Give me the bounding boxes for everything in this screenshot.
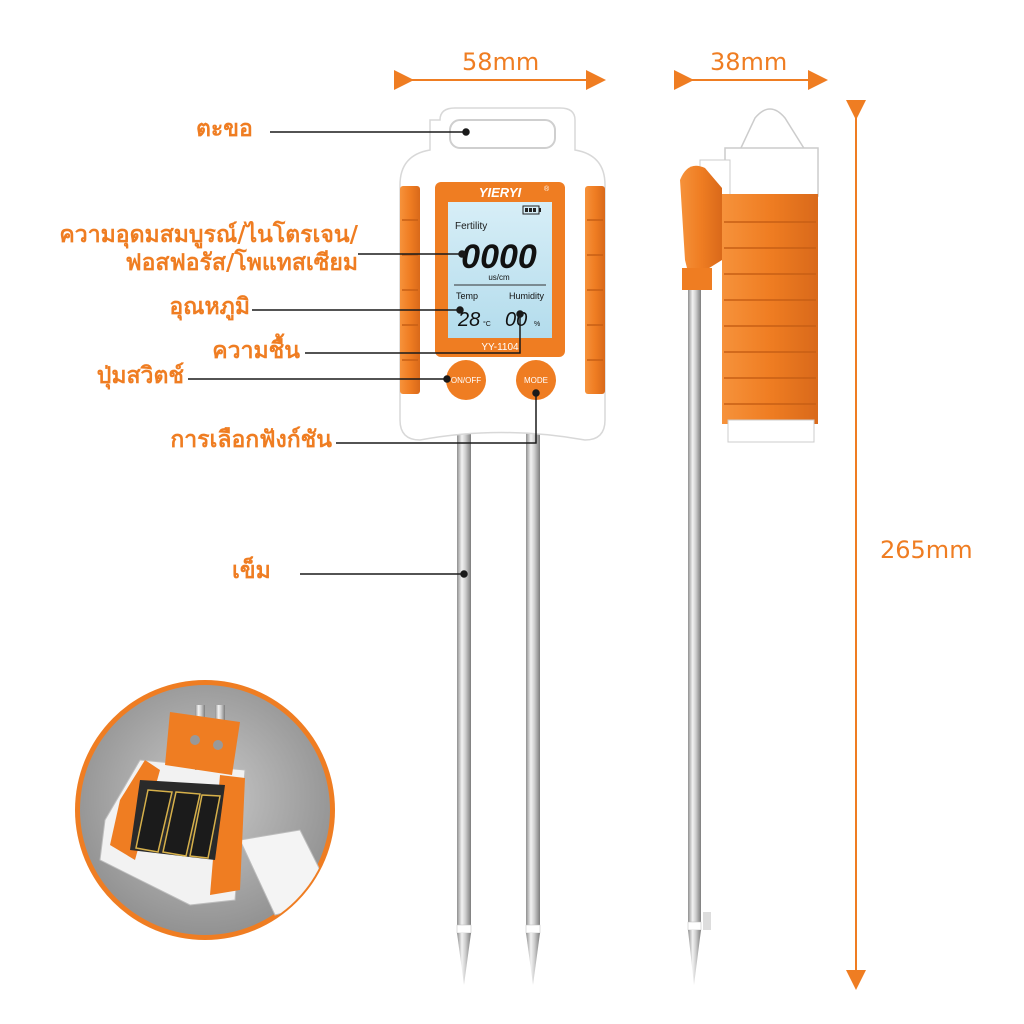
width-dimension-label: 58mm [462, 48, 540, 76]
lcd-temp-unit: °C [483, 320, 491, 328]
battery-icon [522, 205, 541, 215]
temperature-label: อุณหภูมิ [169, 294, 250, 320]
lcd-humidity-label: Humidity [509, 291, 545, 301]
leader-lines [188, 128, 540, 578]
svg-text:MODE: MODE [524, 376, 548, 385]
probe-left [457, 430, 471, 930]
svg-text:ON/OFF: ON/OFF [451, 376, 481, 385]
device-front-view: YIERYI ® Fertility 0000 us/cm Temp Humid… [399, 107, 606, 985]
power-switch-label: ปุ่มสวิตช์ [96, 363, 184, 389]
fertility-label: ความอุดมสมบูรณ์/ไนโตรเจน/ ฟอสฟอรัส/โพแทส… [18, 222, 358, 277]
humidity-label: ความชื้น [212, 338, 300, 364]
fertility-label-line2: ฟอสฟอรัส/โพแทสเซียม [125, 249, 358, 276]
function-select-label: การเลือกฟังก์ชัน [170, 427, 332, 453]
fertility-label-line1: ความอุดมสมบูรณ์/ไนโตรเจน/ [59, 222, 358, 248]
svg-text:®: ® [544, 185, 550, 193]
mode-button[interactable]: MODE [516, 360, 556, 400]
hook-hole [449, 119, 556, 149]
battery-icon [135, 789, 221, 859]
probe-right [526, 430, 540, 930]
lcd-screen [448, 202, 552, 338]
hook-label: ตะขอ [196, 116, 253, 142]
lcd-fertility-unit: us/cm [488, 273, 510, 282]
lcd-humidity-value: 00 [505, 309, 527, 331]
device-side-view [680, 108, 819, 985]
side-body [722, 194, 818, 424]
brand-logo: YIERYI [479, 185, 522, 200]
probe-label: เข็ม [232, 558, 271, 584]
battery-compartment-inset [75, 680, 335, 940]
lcd-temp-label: Temp [456, 291, 478, 301]
lcd-fertility-value: 0000 [461, 238, 537, 276]
height-dimension-label: 265mm [880, 536, 973, 564]
lcd-humidity-unit: % [534, 321, 540, 328]
model-number: YY-1104 [481, 342, 519, 353]
depth-dimension-label: 38mm [710, 48, 788, 76]
power-button[interactable]: ON/OFF [446, 360, 486, 400]
lcd-fertility-label: Fertility [455, 221, 487, 232]
lcd-temp-value: 28 [457, 309, 480, 331]
